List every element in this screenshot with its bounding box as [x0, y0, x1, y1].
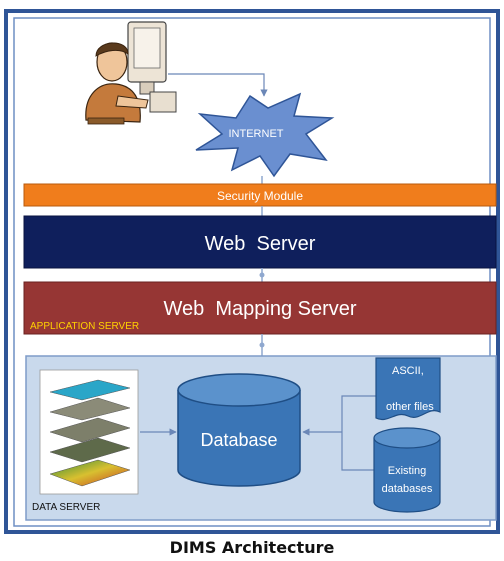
- existing-label-line1: Existing: [388, 465, 427, 477]
- data-server-label: DATA SERVER: [32, 502, 100, 513]
- existing-databases-cylinder: [373, 427, 441, 513]
- ascii-label-line2: other files: [386, 401, 434, 413]
- internet-label: INTERNET: [229, 128, 284, 140]
- connector-node: [259, 272, 265, 278]
- security-module-label: Security Module: [217, 189, 303, 203]
- web-server-bar: [23, 215, 497, 269]
- sources-to-database-connector: [341, 395, 376, 471]
- database-label: Database: [200, 430, 277, 450]
- connector-node-2: [259, 342, 265, 348]
- existing-label-line2: databases: [382, 483, 433, 495]
- figure-caption: DIMS Architecture: [169, 538, 335, 557]
- web-mapping-server-label: Web Mapping Server: [163, 298, 356, 320]
- web-server-label: Web Server: [205, 233, 316, 255]
- web-mapping-server-bar: [23, 281, 497, 335]
- application-server-label: APPLICATION SERVER: [30, 321, 139, 332]
- database-cylinder: [177, 373, 301, 487]
- map-layers-image: [39, 369, 139, 495]
- internet-cloud: [195, 92, 335, 178]
- user-to-internet-connector: [168, 73, 268, 97]
- user-computer-icon: [85, 21, 177, 125]
- ascii-label-line1: ASCII,: [392, 365, 424, 377]
- ascii-files-document: [375, 357, 441, 420]
- security-module-bar: [23, 183, 497, 207]
